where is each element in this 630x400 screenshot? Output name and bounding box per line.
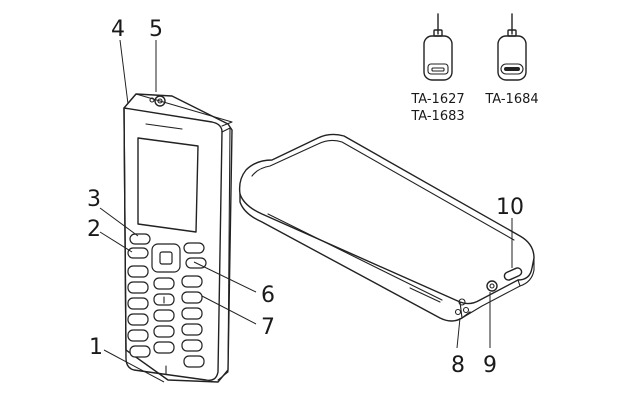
usb-c-model: TA-1684 — [484, 92, 538, 107]
callout-6: 6 — [261, 283, 275, 308]
callout-1: 1 — [89, 335, 103, 360]
callout-2: 2 — [87, 217, 101, 242]
micro-usb-model-2: TA-1683 — [410, 109, 464, 124]
callout-7: 7 — [261, 315, 275, 340]
right-soft-key — [183, 242, 205, 254]
leader-lines — [99, 39, 513, 383]
micro-usb-connector — [423, 13, 453, 81]
select-key — [159, 251, 173, 265]
usb-c-connector — [497, 13, 527, 81]
phone-back — [238, 133, 535, 322]
strap-hole — [454, 298, 470, 316]
callout-3: 3 — [87, 187, 101, 212]
call-key — [127, 247, 149, 259]
callout-5: 5 — [149, 17, 163, 42]
headphone-jack — [154, 95, 166, 107]
phone-front — [123, 93, 233, 383]
callout-8: 8 — [451, 353, 465, 378]
back-headphone-connector — [486, 280, 498, 292]
display-screen — [137, 137, 199, 233]
keypad — [127, 233, 207, 368]
callout-10: 10 — [496, 195, 524, 220]
top-microphone — [149, 97, 155, 103]
callout-4: 4 — [111, 17, 125, 42]
usb-port — [503, 267, 523, 281]
left-soft-key — [129, 233, 151, 245]
micro-usb-model-1: TA-1627 — [410, 92, 464, 107]
callout-9: 9 — [483, 353, 497, 378]
